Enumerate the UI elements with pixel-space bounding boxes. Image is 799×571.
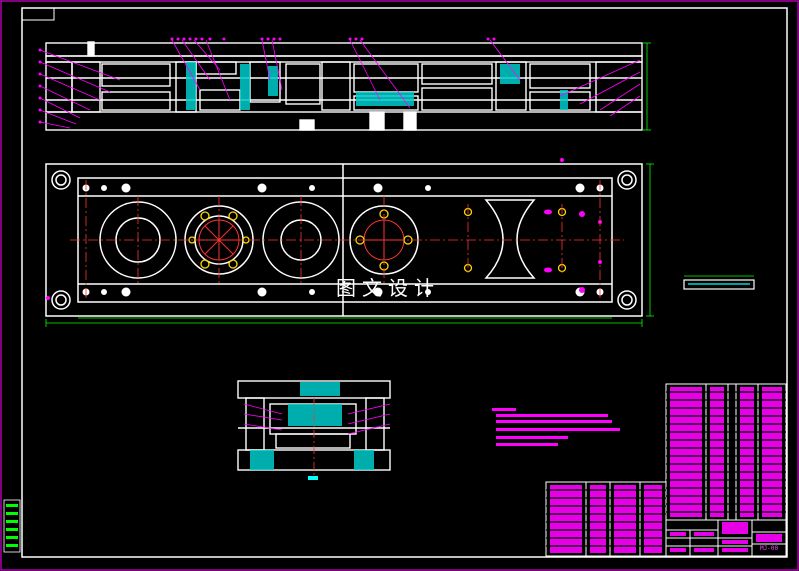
parts-list-table: [545, 383, 787, 557]
front-section-leaders: [39, 39, 641, 129]
revision-strip: [3, 499, 21, 553]
parts-list-rows: [550, 387, 782, 553]
title-block-fills: [670, 522, 782, 552]
parts-list-row-lines: [546, 391, 786, 547]
plan-view-dimensions: [45, 163, 654, 327]
front-section-hatching: [186, 62, 568, 110]
plan-view-magenta-marks: [46, 158, 602, 300]
corner-label-box: [21, 7, 55, 21]
front-section-view: [45, 41, 643, 131]
drawing-number: MJ-00: [760, 545, 779, 552]
title-block: [665, 519, 787, 557]
plan-view-centerlines: [70, 180, 624, 300]
front-section-label-dots: [38, 37, 496, 124]
side-detail-part: [683, 279, 755, 290]
technical-notes: [492, 408, 620, 446]
sheet-inner-frame: [21, 7, 788, 558]
watermark-text: 图文设计: [336, 276, 440, 300]
plan-view-inner-bolt-circle: [198, 219, 405, 261]
side-section-leaders: [243, 398, 391, 478]
side-section-marker: [308, 476, 318, 480]
front-section-dimension: [643, 42, 651, 131]
side-section-hatching: [250, 382, 374, 470]
